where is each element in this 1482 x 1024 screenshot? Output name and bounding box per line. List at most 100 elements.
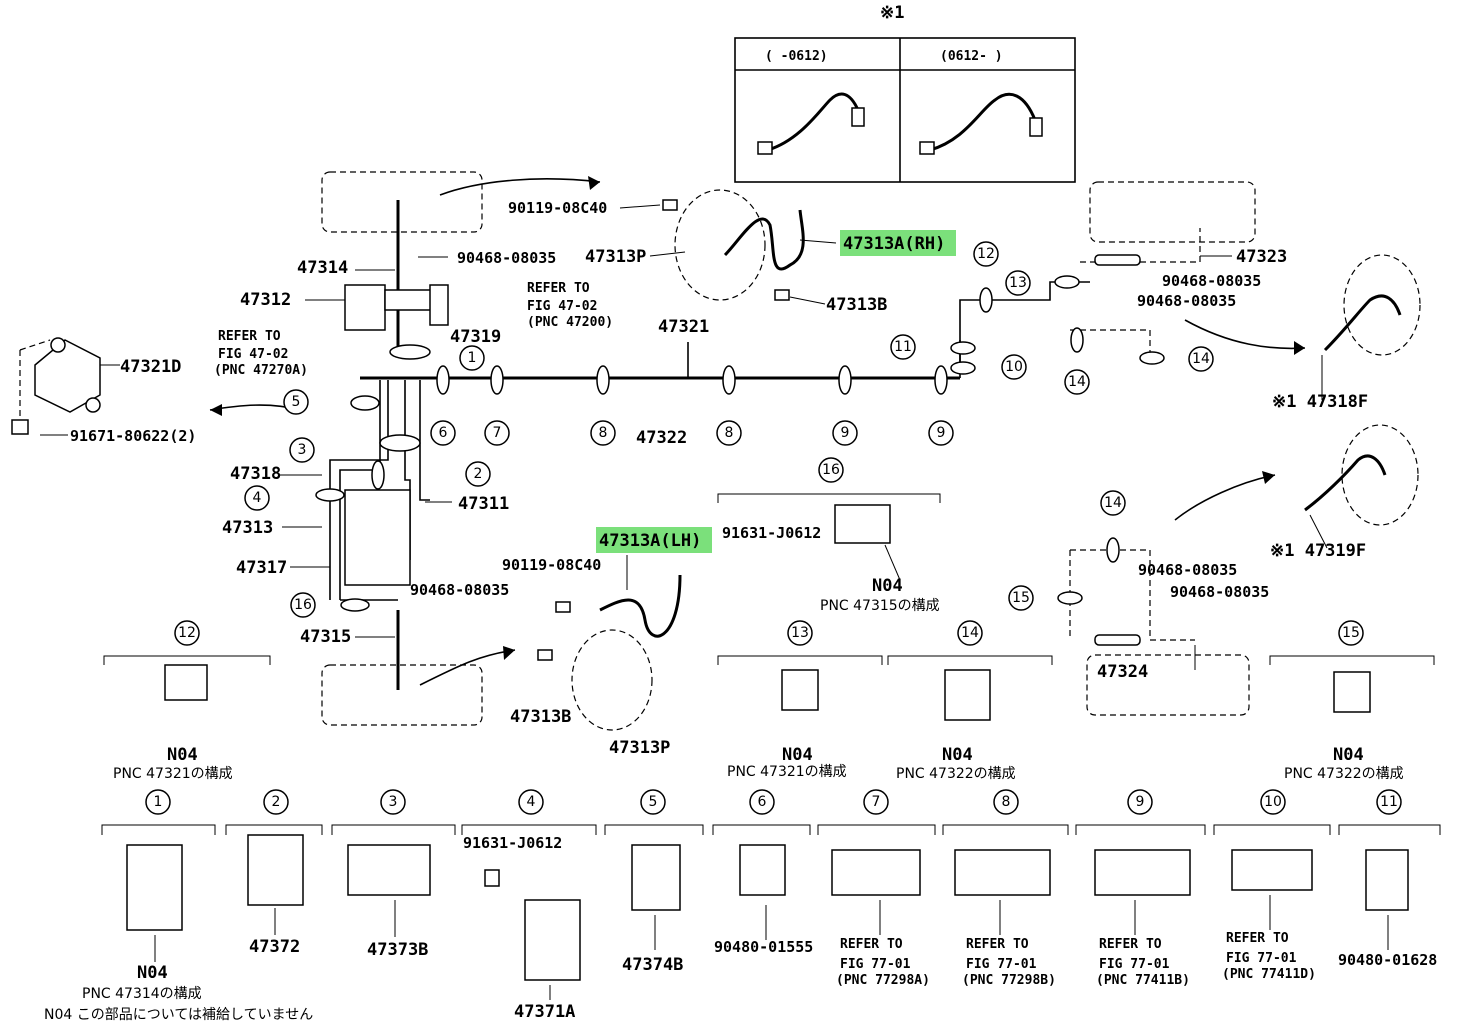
clip-3-drawing (347, 844, 431, 896)
callout-13-row: 13 (791, 625, 809, 641)
clip-4-drawing (524, 899, 581, 981)
callout-7: 7 (493, 425, 502, 441)
rear-body-outline-bottom (1086, 654, 1250, 716)
hose-early-drawing (767, 92, 860, 152)
label-n04-15: N04 (1333, 745, 1364, 765)
callout-16b: 16 (822, 462, 840, 478)
label-90468-f: 90468-08035 (1170, 583, 1269, 601)
refer-47200-line1: REFER TO (527, 281, 590, 296)
label-47313b-top: 47313B (826, 295, 887, 315)
label-91671: 91671-80622(2) (70, 427, 196, 445)
label-90468-b: 90468-08035 (410, 581, 509, 599)
label-47322: 47322 (636, 428, 687, 448)
clip-5-drawing (631, 844, 681, 911)
flex-hose-47318f (1323, 294, 1402, 352)
label-90468-e: 90468-08035 (1138, 561, 1237, 579)
label-47313a-rh: 47313A(RH) (843, 234, 945, 254)
label-n04-16: N04 (872, 576, 903, 596)
callout-3-row: 3 (389, 794, 398, 810)
label-pnc-47321-12: PNC 47321の構成 (113, 766, 233, 782)
label-47372: 47372 (249, 937, 300, 957)
flex-hose-lh (599, 574, 682, 638)
refer-47270a-line3: (PNC 47270A) (214, 363, 308, 378)
label-90468-a: 90468-08035 (457, 249, 556, 267)
refer-47200-line2: FIG 47-02 (527, 299, 597, 314)
ref9-line2: FIG 77-01 (1099, 957, 1170, 972)
master-cylinder (344, 284, 386, 331)
highlight-47313a-lh (596, 527, 712, 553)
clip-11-drawing (1365, 849, 1409, 911)
hose-variant-table (734, 37, 1076, 183)
label-47313p-top: 47313P (585, 247, 646, 267)
callout-5: 5 (292, 394, 301, 410)
label-47317: 47317 (236, 558, 287, 578)
label-n04-14: N04 (942, 745, 973, 765)
callout-4: 4 (253, 490, 262, 506)
callout-1: 1 (468, 350, 477, 366)
callout-10-row: 10 (1264, 794, 1282, 810)
clip-2-drawing (247, 834, 304, 906)
ref10-line3: (PNC 77411D) (1222, 967, 1316, 982)
label-91631-b: 91631-J0612 (463, 834, 562, 852)
ref8-line2: FIG 77-01 (966, 957, 1037, 972)
flex-hose-47319f (1304, 454, 1387, 512)
ref9-line3: (PNC 77411B) (1096, 973, 1190, 988)
label-47374b: 47374B (622, 955, 683, 975)
callout-8a: 8 (599, 425, 608, 441)
label-pnc-47322-15: PNC 47322の構成 (1284, 766, 1404, 782)
refer-47200-line3: (PNC 47200) (527, 315, 613, 330)
callout-8-row: 8 (1002, 794, 1011, 810)
rear-body-outline-top (1089, 181, 1256, 243)
clamp-markers (315, 275, 1165, 612)
label-90468-d: 90468-08035 (1137, 292, 1236, 310)
callout-10: 10 (1005, 359, 1023, 375)
callout-5-row: 5 (649, 794, 658, 810)
clip-row-middle: 12 N04 PNC 47321の構成 13 N04 PNC 47321の構成 … (103, 493, 1435, 782)
label-47314: 47314 (297, 258, 348, 278)
label-47319: 47319 (450, 327, 501, 347)
label-n04-13: N04 (782, 745, 813, 765)
callout-circles: 1 5 6 7 8 8 9 9 3 2 4 16 16 12 13 11 10 … (244, 241, 1214, 618)
ref-mark-top: ※1 (880, 3, 904, 23)
label-47313b-bot: 47313B (510, 707, 571, 727)
label-47371a: 47371A (514, 1002, 575, 1022)
callout-3: 3 (298, 442, 307, 458)
label-90119-top: 90119-08C40 (508, 199, 607, 217)
callout-15: 15 (1012, 590, 1030, 606)
label-47321: 47321 (658, 317, 709, 337)
front-body-outline-bottom (321, 664, 483, 726)
table-col-2-header: (0612- ) (940, 49, 1003, 64)
clip-9-drawing (1094, 849, 1191, 896)
label-47313p-bot: 47313P (609, 738, 670, 758)
label-90119-bot: 90119-08C40 (502, 556, 601, 574)
ref7-line2: FIG 77-01 (840, 957, 911, 972)
label-47315: 47315 (300, 627, 351, 647)
ref7-line3: (PNC 77298A) (836, 973, 930, 988)
ref7-line1: REFER TO (840, 937, 903, 952)
callout-9a: 9 (841, 425, 850, 441)
callout-7-row: 7 (872, 794, 881, 810)
clip-15-drawing (1333, 671, 1371, 713)
callout-12: 12 (977, 246, 995, 262)
clip-1-drawing (126, 844, 183, 931)
clip-16-drawing (834, 504, 891, 544)
abs-actuator (344, 489, 411, 586)
label-47313a-lh: 47313A(LH) (599, 531, 701, 551)
label-47313: 47313 (222, 518, 273, 538)
refer-47270a-line1: REFER TO (218, 329, 281, 344)
clip-7-drawing (831, 849, 921, 896)
table-col-1-header: ( -0612) (765, 49, 828, 64)
callout-2-row: 2 (272, 794, 281, 810)
clip-14-drawing (944, 669, 991, 721)
clip-8-drawing (954, 849, 1051, 896)
callout-9-row: 9 (1136, 794, 1145, 810)
label-47319f: ※1 47319F (1270, 541, 1366, 561)
ref9-line1: REFER TO (1099, 937, 1162, 952)
bracket-47321d (34, 339, 101, 413)
label-pnc-47322-14: PNC 47322の構成 (896, 766, 1016, 782)
hose-late-drawing (929, 92, 1037, 152)
callout-2: 2 (474, 466, 483, 482)
clip-12-drawing (164, 664, 208, 701)
